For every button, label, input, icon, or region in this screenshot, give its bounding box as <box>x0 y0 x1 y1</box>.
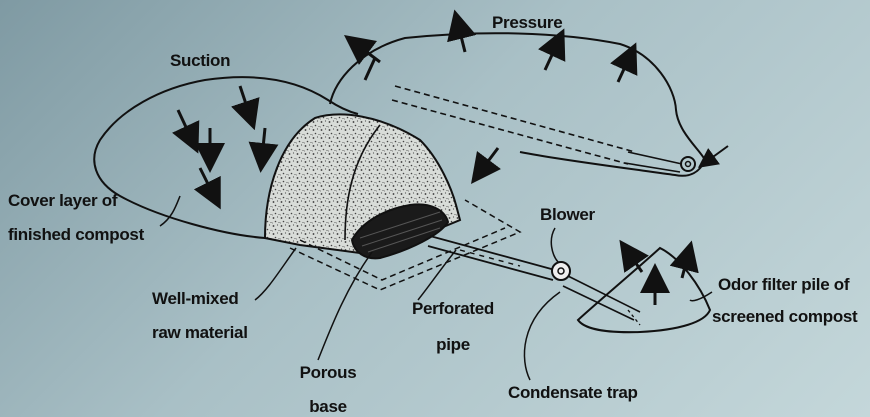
cover-layer-label-line1: Cover layer of <box>8 190 117 212</box>
porous-leader <box>318 252 372 360</box>
odor-filter-arrows <box>628 252 688 305</box>
cover-layer-label-line2: finished compost <box>8 224 144 246</box>
suction-label: Suction <box>170 50 230 72</box>
perforated-label-line2: pipe <box>408 334 498 356</box>
odor-filter-label-line2: screened compost <box>712 306 857 328</box>
air-inlet-arrow <box>706 146 728 162</box>
blower-leader <box>551 228 558 262</box>
blower-label: Blower <box>540 204 595 226</box>
pressure-arrows-short <box>365 58 375 80</box>
blower-icon <box>552 262 570 280</box>
porous-label-line1: Porous <box>288 362 368 384</box>
well-mixed-label-line1: Well-mixed <box>152 288 238 310</box>
perforated-label-line1: Perforated <box>408 298 498 320</box>
condensate-trap-label: Condensate trap <box>508 382 638 404</box>
pressure-label: Pressure <box>492 12 562 34</box>
pressure-blower-icon <box>681 157 695 171</box>
well-mixed-label-line2: raw material <box>152 322 248 344</box>
cover-layer-leader <box>160 196 180 226</box>
odor-filter-label-line1: Odor filter pile of <box>718 274 849 296</box>
porous-label-line2: base <box>288 396 368 417</box>
well-mixed-leader <box>255 248 296 300</box>
condensate-leader <box>524 292 560 380</box>
